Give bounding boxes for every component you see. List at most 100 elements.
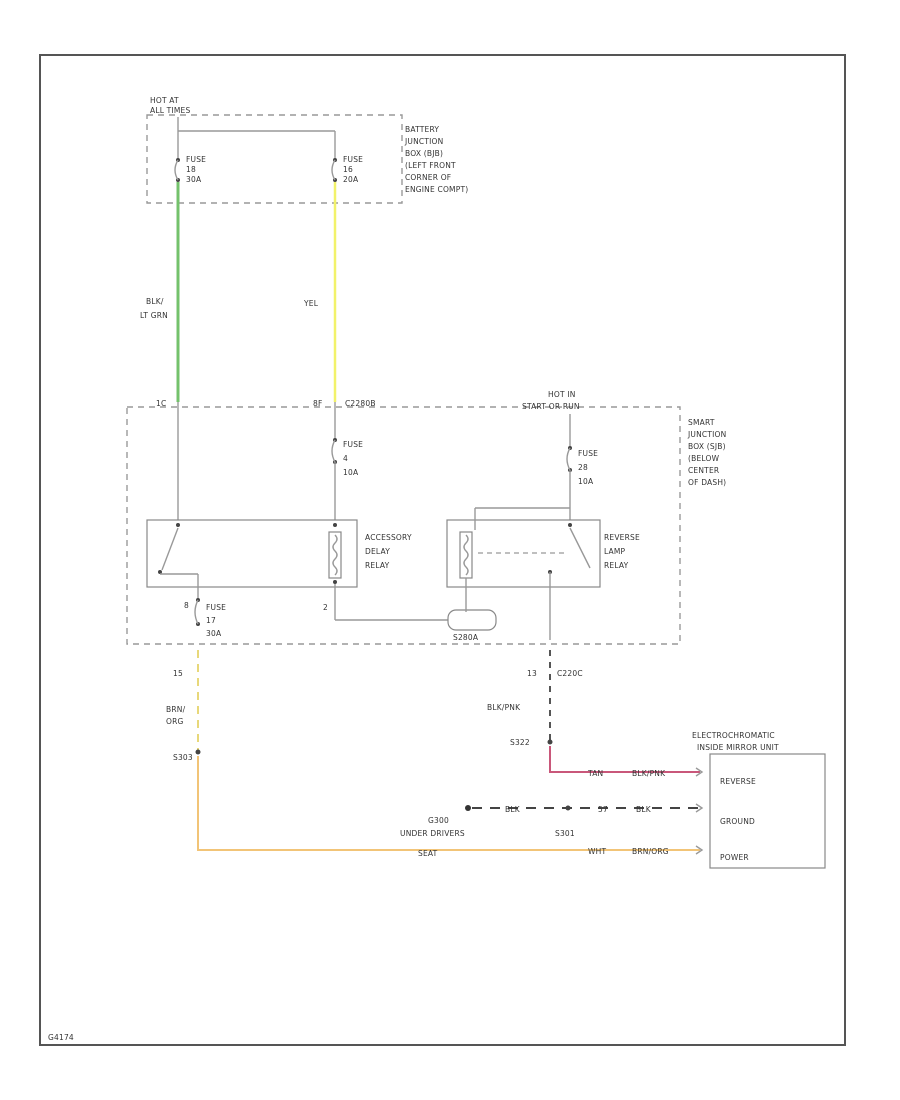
adr-switch-arm xyxy=(161,527,179,571)
mirror-unit-box xyxy=(709,753,826,869)
wire-blk-lt-grn-label-2: LT GRN xyxy=(140,311,168,320)
bjb-outline xyxy=(146,114,403,204)
bjb-hot-label-1: HOT AT xyxy=(150,96,179,105)
diagram-frame xyxy=(39,54,846,1046)
smart-junction-box: 1C 8F C2280B HOT IN START OR RUN FUSE 4 … xyxy=(126,390,726,645)
bjb-desc-6: ENGINE COMPT) xyxy=(405,185,468,194)
rlr-coil xyxy=(459,531,473,579)
wire-reverse-label-1: TAN xyxy=(587,769,603,778)
ground-g300-label: G300 xyxy=(428,816,449,825)
wire-ground-label-3: BLK xyxy=(636,805,652,814)
diagram-footer-id: G4174 xyxy=(48,1033,74,1042)
sjb-fuse-right-label: FUSE xyxy=(578,449,598,458)
rlr-label-2: LAMP xyxy=(604,547,626,556)
wire-ground-label-1: BLK xyxy=(505,805,521,814)
splice-s303-label: S303 xyxy=(173,753,193,762)
rlr-contact-top xyxy=(568,523,572,527)
accessory-delay-relay-box xyxy=(146,519,358,588)
adr-coil-winding xyxy=(332,534,338,576)
sjb-hot-label-1: HOT IN xyxy=(548,390,576,399)
sjb-desc-6: OF DASH) xyxy=(688,478,726,487)
wire-reverse-label-2: BLK/PNK xyxy=(632,769,666,778)
splice-s322-label: S322 xyxy=(510,738,530,747)
adr-coil-top xyxy=(333,523,337,527)
sjb-hot-label-2: START OR RUN xyxy=(522,402,580,411)
splice-s322-dot xyxy=(547,739,553,745)
bjb-hot-label-2: ALL TIMES xyxy=(150,106,190,115)
rlr-switch-arm xyxy=(569,527,591,569)
mirror-pin-ground-arrow xyxy=(695,803,704,813)
sjb-desc-4: (BELOW xyxy=(688,454,720,463)
bjb-fuse-left-num: 18 xyxy=(186,165,196,174)
rlr-coil-winding xyxy=(463,534,469,576)
sjb-conn: C2280B xyxy=(345,399,376,408)
mirror-pin-ground: GROUND xyxy=(720,817,755,826)
sjb-fuse-mid-amp: 10A xyxy=(343,468,359,477)
sjb-desc-1: SMART xyxy=(688,418,715,427)
adr-label-3: RELAY xyxy=(365,561,390,570)
sjb-pin-mid: 8F xyxy=(313,399,323,408)
sjb-fuse-bottom-label: FUSE xyxy=(206,603,226,612)
mirror-title-1: ELECTROCHROMATIC xyxy=(692,731,775,740)
bjb-fuse-left-symbol xyxy=(174,159,179,181)
bjb-fuse-left-label: FUSE xyxy=(186,155,206,164)
bjb-fuse-right-label: FUSE xyxy=(343,155,363,164)
ground-g300-dot xyxy=(465,805,471,811)
wire-blk-pnk-label: BLK/PNK xyxy=(487,703,521,712)
mirror-pin-power-arrow xyxy=(695,845,704,855)
mirror-pin-reverse-arrow xyxy=(695,767,704,777)
sjb-fuse-right-symbol xyxy=(566,447,571,471)
sjb-fuse-mid-label: FUSE xyxy=(343,440,363,449)
bjb-fuse-left-amp: 30A xyxy=(186,175,202,184)
splice-s280a-label: S280A xyxy=(453,633,479,642)
splice-s303-dot xyxy=(195,749,201,755)
reverse-lamp-relay-box xyxy=(446,519,601,588)
wire-yel-label: YEL xyxy=(303,299,319,308)
wire-tan-run xyxy=(549,746,700,773)
splice-s301-label: S301 xyxy=(555,829,575,838)
bjb-fuse-right-num: 16 xyxy=(343,165,353,174)
sjb-fuse-bottom-amp: 30A xyxy=(206,629,222,638)
bjb-desc-4: (LEFT FRONT xyxy=(405,161,456,170)
wire-left-pin-label: 15 xyxy=(173,669,183,678)
adr-contact-common xyxy=(158,570,162,574)
adr-coil xyxy=(328,531,342,579)
splice-s280a xyxy=(447,609,497,631)
bjb-desc-1: BATTERY xyxy=(405,125,439,134)
sjb-desc-2: JUNCTION xyxy=(687,430,726,439)
sjb-fuse-bottom-num: 17 xyxy=(206,616,216,625)
sjb-fuse-right-num: 28 xyxy=(578,463,588,472)
sjb-outline xyxy=(126,406,681,645)
rlr-label-1: REVERSE xyxy=(604,533,640,542)
adr-contact-top xyxy=(176,523,180,527)
mirror-title-2: INSIDE MIRROR UNIT xyxy=(697,743,779,752)
adr-label-1: ACCESSORY xyxy=(365,533,412,542)
wire-ground-label-2: 57 xyxy=(598,805,608,814)
ground-g300-desc-2: SEAT xyxy=(418,849,438,858)
wire-power-label-1: WHT xyxy=(588,847,606,856)
wire-brn-org-label-2: ORG xyxy=(166,717,184,726)
ground-g300-desc-1: UNDER DRIVERS xyxy=(400,829,465,838)
sjb-fuse-right-amp: 10A xyxy=(578,477,594,486)
bjb-desc-3: BOX (BJB) xyxy=(405,149,443,158)
sjb-fuse-mid-num: 4 xyxy=(343,454,348,463)
sjb-pin-left: 1C xyxy=(156,399,166,408)
wire-brn-org-run xyxy=(197,756,700,851)
wire-brn-org-label-1: BRN/ xyxy=(166,705,186,714)
wire-power-label-2: BRN/ORG xyxy=(632,847,669,856)
sjb-desc-5: CENTER xyxy=(688,466,719,475)
bjb-fuse-right-symbol xyxy=(331,159,336,181)
bjb-desc-2: JUNCTION xyxy=(404,137,443,146)
sjb-fuse-mid-symbol xyxy=(331,439,336,463)
sjb-fuse-bottom-symbol xyxy=(194,599,199,625)
sjb-pin-bottom-mid: 2 xyxy=(323,603,328,612)
bjb-desc-5: CORNER OF xyxy=(405,173,451,182)
sjb-pin-bottom-left: 8 xyxy=(184,601,189,610)
bjb-fuse-right-amp: 20A xyxy=(343,175,359,184)
adr-coil-bottom xyxy=(333,580,337,584)
sjb-desc-3: BOX (SJB) xyxy=(688,442,726,451)
wire-right-pin-label: 13 xyxy=(527,669,537,678)
mirror-pin-reverse: REVERSE xyxy=(720,777,756,786)
electrochromatic-inside-mirror: ELECTROCHROMATIC INSIDE MIRROR UNIT REVE… xyxy=(692,731,826,869)
wire-right-conn-label: C220C xyxy=(557,669,583,678)
